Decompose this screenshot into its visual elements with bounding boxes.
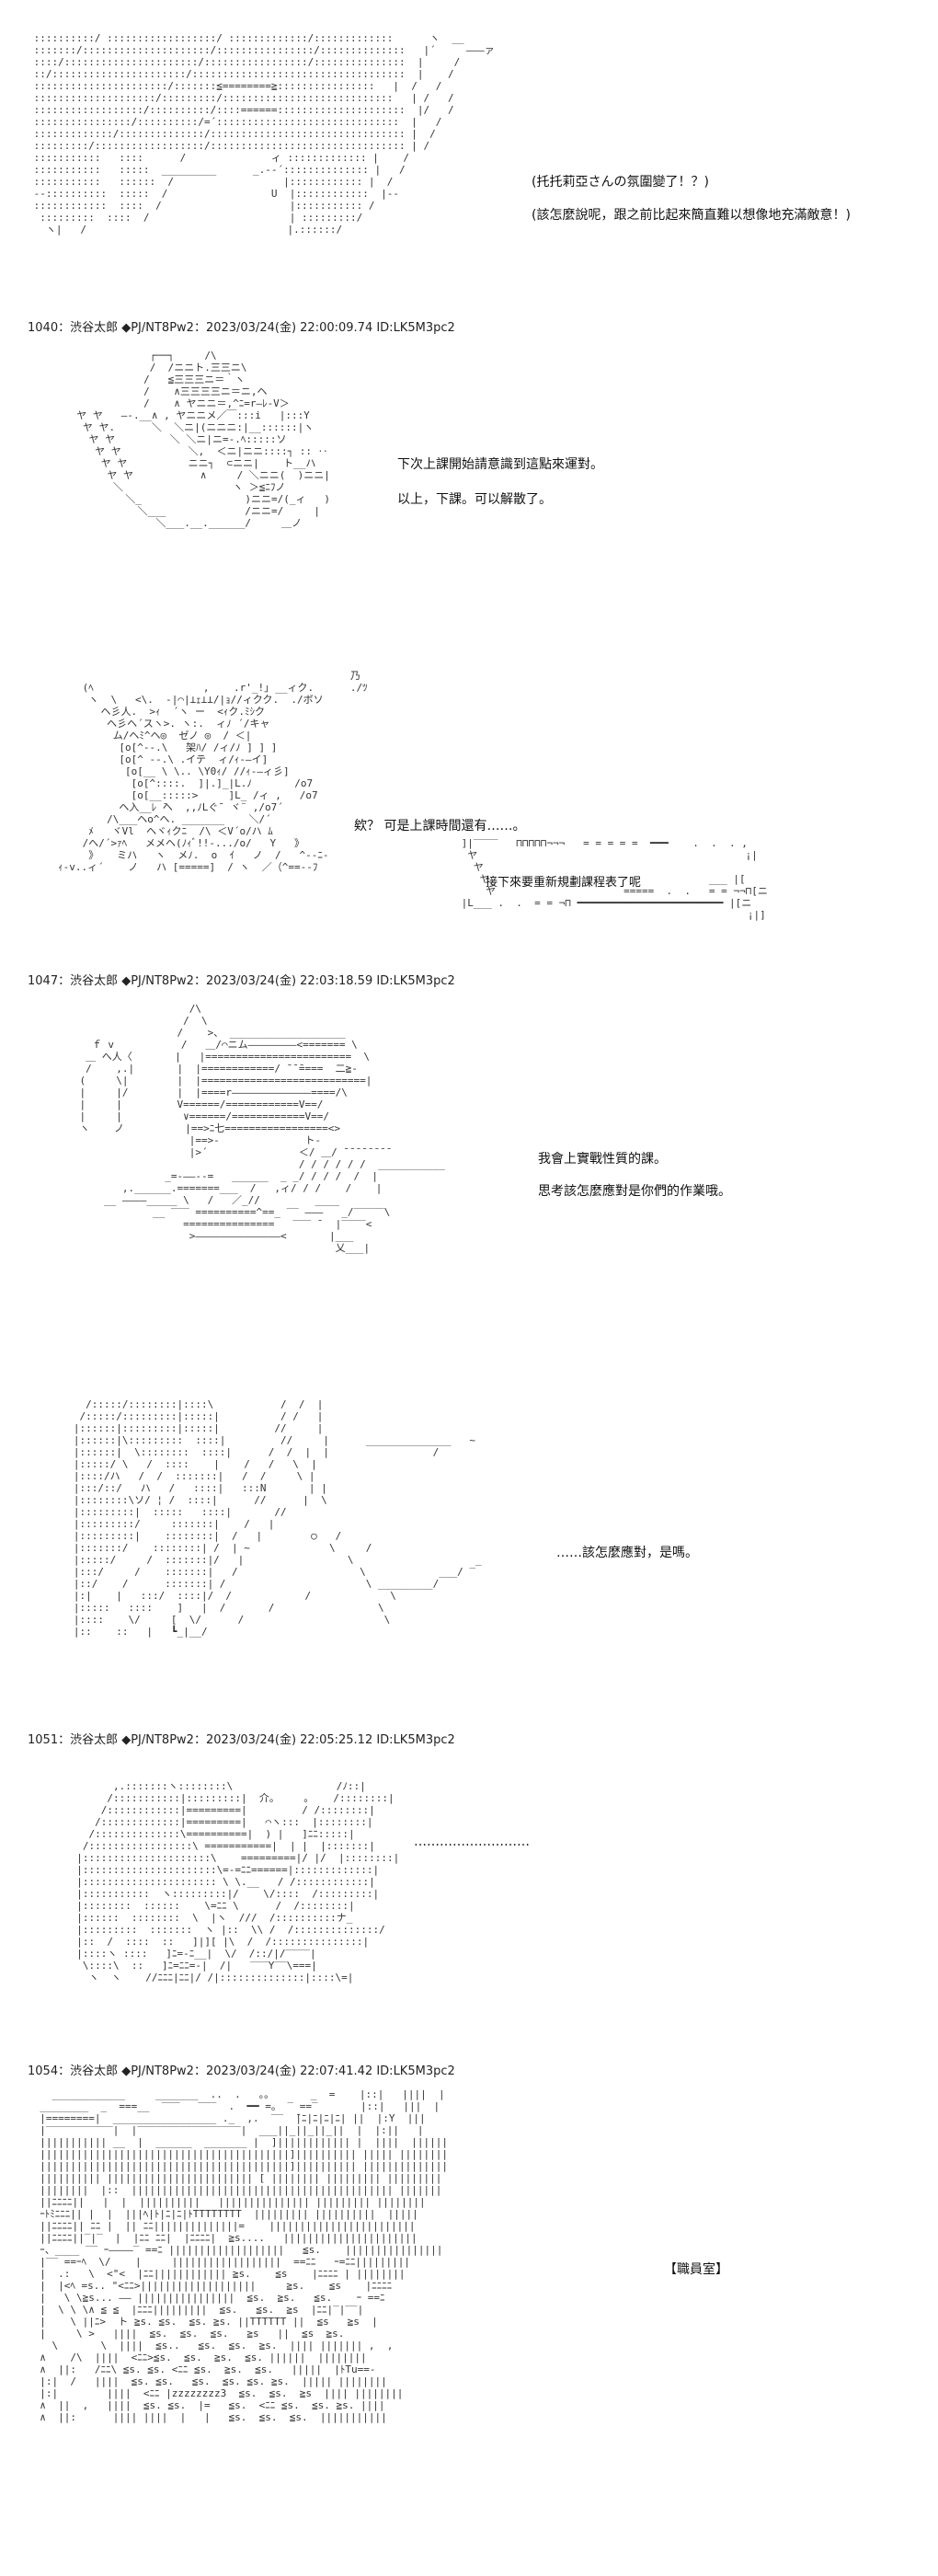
dialog-text: (該怎麼說呢，跟之前比起來簡直難以想像地充滿敵意！) (532, 208, 851, 223)
post-header: 1047：渋谷太郎 ◆PJ/NT8Pw2：2023/03/24(金) 22:03… (28, 974, 455, 988)
post-header: 1051：渋谷太郎 ◆PJ/NT8Pw2：2023/03/24(金) 22:05… (28, 1733, 455, 1747)
dialog-text: ……該怎麼應對，是嗎。 (556, 1546, 698, 1560)
panel-6: ,.:::::::ヽ::::::::\ /ﾉ::| /:::::::::::|:… (0, 1766, 938, 2078)
panel-7: ____________ _______ .. . 。。 _ = |::| ||… (0, 2084, 938, 2576)
post-header: 1040：渋谷太郎 ◆PJ/NT8Pw2：2023/03/24(金) 22:00… (28, 321, 455, 335)
dialog-text: 思考該怎麼應對是你們的作業哦。 (538, 1184, 731, 1199)
panel-5: /:::::/::::::::|::::\ / / | /:::::/:::::… (0, 1389, 938, 1748)
dialog-text: 以上，下課。可以解散了。 (397, 492, 552, 507)
dialog-text: (托托莉亞さんの氛圍變了！？) (532, 175, 709, 190)
ascii-art-1: ::::::::::/ ::::::::::::::::::/ ::::::::… (33, 32, 495, 236)
ascii-art-5: /:::::/::::::::|::::\ / / | /:::::/:::::… (73, 1398, 482, 1638)
panel-2: ┌──┐ /\ / /ニニト.三三ニ\ / ≦三三三ニ＝｀ヽ / ∧三三三三ニ＝… (0, 340, 938, 616)
dialog-text: ……………………… (414, 1834, 530, 1849)
post-header: 1054：渋谷太郎 ◆PJ/NT8Pw2：2023/03/24(金) 22:07… (28, 2064, 455, 2078)
ascii-art-3: 乃 (ﾍ , .r'_!｣ __ィク. ./ﾂ ヽ \ <\. -|⌒|⊥ｪ⊥⊥… (58, 670, 368, 873)
dialog-text: 欸？ 可是上課時間還有……。 (354, 819, 526, 834)
ascii-art-7: ____________ _______ .. . 。。 _ = |::| ||… (40, 2088, 448, 2423)
ascii-art-speech-bubble: ]|‾‾‾‾ ⊓⊓⊓⊓⊓¬¬¬ = = = = = ━━━ . . . , ヤ … (461, 837, 768, 921)
ascii-art-6: ,.:::::::ヽ::::::::\ /ﾉ::| /:::::::::::|:… (76, 1780, 400, 1984)
panel-3: 乃 (ﾍ , .r'_!｣ __ィク. ./ﾂ ヽ \ <\. -|⌒|⊥ｪ⊥⊥… (0, 662, 938, 988)
panel-1: ::::::::::/ ::::::::::::::::::/ ::::::::… (0, 0, 938, 335)
ascii-art-2: ┌──┐ /\ / /ニニト.三三ニ\ / ≦三三三ニ＝｀ヽ / ∧三三三三ニ＝… (76, 350, 331, 529)
dialog-text: 下次上課開始請意識到這點來運對。 (397, 457, 603, 472)
location-label: 【職員室】 (664, 2262, 728, 2277)
dialog-text: 我會上實戰性質的課。 (538, 1152, 667, 1167)
panel-4: /\ / \ / >、 ___________________ ｆ v / ＿/… (0, 994, 938, 1408)
ascii-art-4: /\ / \ / >、 ___________________ ｆ v / ＿/… (79, 1003, 445, 1254)
dialog-text: 接下來要重新規劃課程表了呢 (486, 876, 642, 890)
